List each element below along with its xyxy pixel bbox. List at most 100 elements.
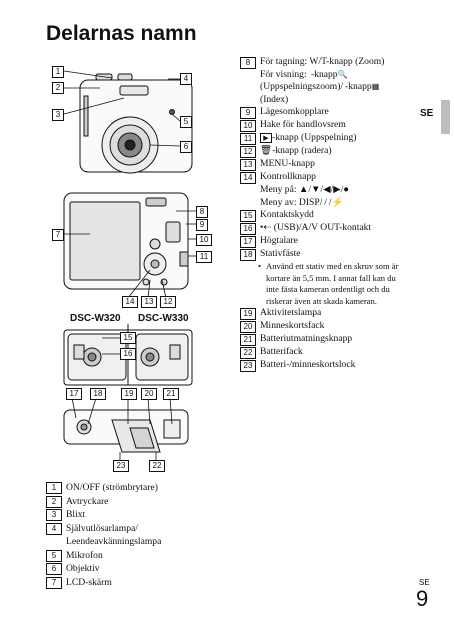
item-label: Batteriutmatningsknapp: [260, 333, 353, 345]
item-label: Avtryckare: [66, 495, 109, 507]
item-label: LCD-skärm: [66, 576, 112, 588]
callout-18: 18: [90, 388, 106, 400]
callout-5: 5: [180, 116, 192, 128]
zoom-magnifier-icon: 🔍: [337, 69, 348, 79]
list-item: Leendeavkänningslampa: [46, 535, 161, 549]
index-grid-icon: ▦: [371, 82, 380, 92]
list-item: 6 Objektiv: [46, 562, 161, 576]
item-number: 13: [240, 159, 256, 172]
model-label-w330: DSC-W330: [138, 313, 189, 324]
callout-14: 14: [122, 296, 138, 308]
item-label: Mikrofon: [66, 549, 103, 561]
list-item: 18 Stativfäste: [240, 248, 410, 262]
callout-12: 12: [160, 296, 176, 308]
tripod-note: • Använd ett stativ med en skruv som är …: [240, 261, 410, 307]
item-number: 8: [240, 57, 256, 69]
list-item: 12🗑-knapp (radera): [240, 145, 410, 159]
leader-lines: [63, 70, 196, 460]
flash-icon: ⚡: [331, 196, 344, 208]
item-label: Lägesomkopplare: [260, 106, 329, 118]
item-label: (USB)/A/V OUT-kontakt: [271, 222, 372, 234]
item-label: Hake för handlovsrem: [260, 119, 346, 131]
item-label: Meny av: DISP/ / /⚡: [260, 196, 344, 208]
list-item: 14 Kontrollknapp Meny på: ▲/▼/◀/▶/● Meny…: [240, 171, 410, 209]
item-number: 11: [240, 133, 256, 146]
page-title: Delarnas namn: [46, 22, 197, 45]
callout-23: 23: [113, 460, 129, 472]
item-label: Leendeavkänningslampa: [66, 536, 162, 547]
item-label: Batteri-/minneskortslock: [260, 359, 356, 371]
callout-22: 22: [149, 460, 165, 472]
item-label: Aktivitetslampa: [260, 307, 322, 319]
callout-11: 11: [196, 251, 212, 263]
callout-17: 17: [66, 388, 82, 400]
item-number: 6: [46, 563, 62, 575]
item-label: -knapp (radera): [272, 145, 332, 157]
callout-15: 15: [120, 332, 136, 344]
item-number: 16: [240, 223, 256, 236]
item-number: 9: [240, 107, 256, 120]
item-label: Minneskortsfack: [260, 320, 325, 332]
callout-9: 9: [196, 219, 208, 231]
item-number: 12: [240, 146, 256, 159]
list-item: 13 MENU-knapp: [240, 158, 410, 172]
item-label: Kontaktskydd: [260, 209, 314, 221]
list-item: 17 Högtalare: [240, 235, 410, 249]
list-item: 21 Batteriutmatningsknapp: [240, 333, 410, 347]
item-number: 21: [240, 334, 256, 347]
usb-icon: •⇠: [260, 222, 272, 234]
callout-19: 19: [121, 388, 137, 400]
callout-13: 13: [141, 296, 157, 308]
callout-1: 1: [52, 66, 64, 78]
list-item: 8 För tagning: W/T-knapp (Zoom) För visn…: [240, 56, 410, 106]
item-number: 7: [46, 576, 62, 589]
item-label: Kontrollknapp: [260, 171, 316, 183]
item-label: -knapp (Uppspelning): [272, 132, 357, 144]
item-label: Stativfäste: [260, 248, 301, 260]
list-item: 11▶-knapp (Uppspelning): [240, 132, 410, 146]
camera-back-illustration: [63, 192, 189, 290]
item-label: Meny på: ▲/▼/◀/▶/●: [260, 183, 350, 195]
bullet: •: [258, 261, 262, 272]
callout-3: 3: [52, 109, 64, 121]
item-label: Blixt: [66, 509, 86, 520]
parts-list-right: 8 För tagning: W/T-knapp (Zoom) För visn…: [240, 56, 410, 373]
item-label: Högtalare: [260, 235, 298, 247]
callout-21: 21: [163, 388, 179, 400]
camera-bottom-illustration: [63, 409, 189, 453]
item-label: Batterifack: [260, 346, 303, 358]
item-label: Objektiv: [66, 563, 100, 574]
callout-2: 2: [52, 82, 64, 94]
item-label: (Uppspelningszoom)/ -knapp▦: [260, 81, 380, 93]
item-label: (Index): [260, 93, 289, 105]
list-item: 2 Avtryckare: [46, 495, 161, 509]
list-item: 16 •⇠ (USB)/A/V OUT-kontakt: [240, 222, 410, 236]
item-number: 19: [240, 308, 256, 321]
callout-8: 8: [196, 206, 208, 218]
item-label: Självutlösarlampa/: [66, 522, 138, 534]
callout-20: 20: [141, 388, 157, 400]
callout-10: 10: [196, 234, 212, 246]
callout-16: 16: [120, 348, 136, 360]
item-label: MENU-knapp: [260, 158, 315, 170]
item-number: 18: [240, 249, 256, 262]
item-number: 1: [46, 482, 62, 494]
callout-6: 6: [180, 141, 192, 153]
model-label-w320: DSC-W320: [70, 313, 121, 324]
note-text: Använd ett stativ med en skruv som är ko…: [266, 261, 399, 306]
item-number: 2: [46, 495, 62, 508]
list-item: 9 Lägesomkopplare: [240, 106, 410, 120]
camera-front-illustration: [79, 73, 193, 174]
item-label: För tagning: W/T-knapp (Zoom): [260, 56, 385, 67]
item-label: För visning: -knapp🔍: [260, 68, 348, 80]
item-number: 17: [240, 236, 256, 249]
item-number: 23: [240, 360, 256, 373]
